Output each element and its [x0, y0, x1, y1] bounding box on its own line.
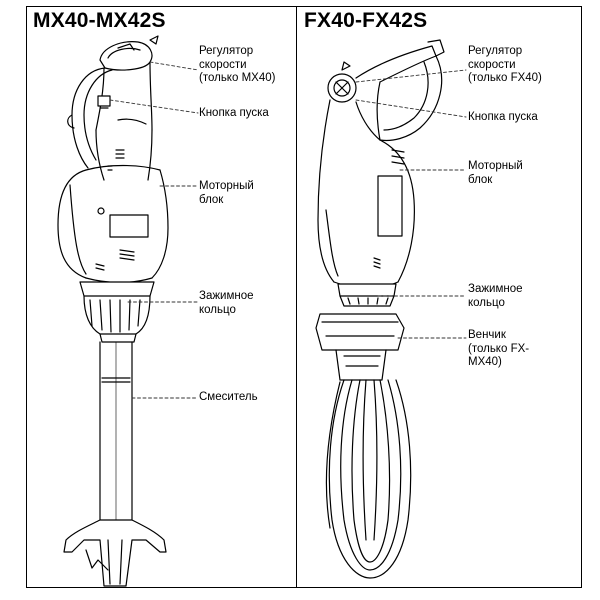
- right-whisk-illustration: [315, 39, 445, 579]
- left-motor-block: [57, 164, 169, 284]
- left-label-mixer: Смеситель: [199, 391, 258, 403]
- right-label-start-button: Кнопка пуска: [468, 111, 538, 123]
- left-label-motor-unit: Моторный блок: [199, 180, 254, 206]
- left-panel-title: MX40-MX42S: [33, 9, 166, 32]
- left-handle: [67, 67, 113, 169]
- left-label-clamp-ring: Зажимное кольцо: [199, 290, 254, 316]
- panel-divider: [296, 6, 297, 588]
- left-clamp-ring: [79, 281, 155, 343]
- left-mixer-bell: [63, 519, 167, 587]
- right-panel-title: FX40-FX42S: [304, 9, 428, 32]
- leader-right-speed: [355, 69, 467, 83]
- leader-lines: [109, 61, 467, 399]
- diagram-frame: [26, 6, 582, 588]
- leader-left-speed: [149, 61, 199, 71]
- leader-left-start: [109, 99, 199, 114]
- left-label-speed: Регулятор скорости (только MX40): [199, 45, 276, 84]
- left-speed-knob: [99, 35, 159, 71]
- right-whisk-gear-head: [315, 313, 405, 381]
- left-label-start-button: Кнопка пуска: [199, 107, 269, 119]
- left-upper-body: [95, 61, 153, 181]
- right-label-speed: Регулятор скорости (только FX40): [468, 45, 542, 84]
- right-label-whisk: Венчик (только FX- MX40): [468, 329, 530, 368]
- right-speed-knob: [327, 61, 357, 103]
- left-blender-illustration: [57, 35, 169, 587]
- right-label-clamp-ring: Зажимное кольцо: [468, 283, 523, 309]
- right-motor-block: [317, 99, 415, 289]
- leader-right-start: [355, 99, 467, 118]
- left-mixer-shaft: [99, 341, 133, 521]
- right-label-motor-unit: Моторный блок: [468, 160, 523, 186]
- right-whisk-wires: [325, 379, 412, 579]
- right-handle: [355, 39, 445, 142]
- right-clamp-ring: [337, 283, 397, 307]
